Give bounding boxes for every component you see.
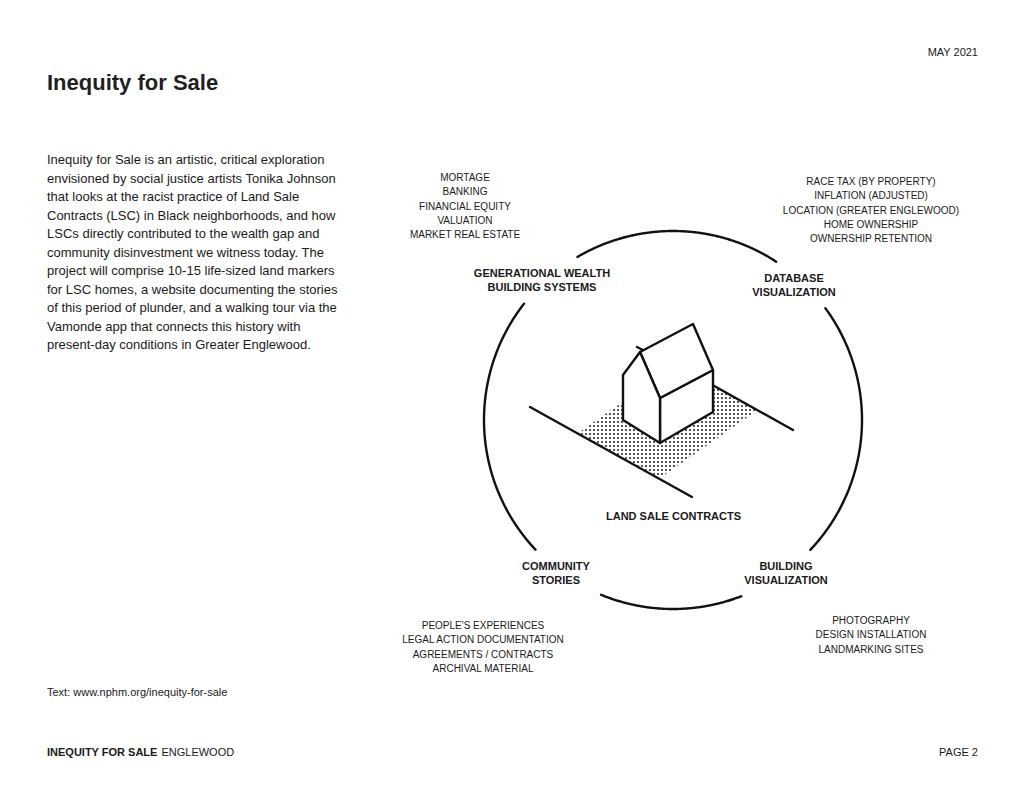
item-list: MORTAGEBANKINGFINANCIAL EQUITYVALUATIONM… [410,171,520,242]
list-item: VALUATION [410,214,520,228]
node-heading: COMMUNITY STORIES [520,559,592,587]
list-item: LEGAL ACTION DOCUMENTATION [402,633,564,647]
list-item: BANKING [410,185,520,199]
list-item: MARKET REAL ESTATE [410,228,520,242]
node-heading: BUILDING VISUALIZATION [742,559,830,587]
list-item: LOCATION (GREATER ENGLEWOOD) [783,204,959,218]
ring-arc [577,231,776,262]
node-heading: LAND SALE CONTRACTS [606,509,741,523]
page-number: PAGE 2 [939,746,978,758]
description-text: Inequity for Sale is an artistic, critic… [47,151,347,355]
footer-title: INEQUITY FOR SALE [47,746,157,758]
list-item: RACE TAX (BY PROPERTY) [783,175,959,189]
node-heading: DATABASE VISUALIZATION [750,271,838,299]
ring-arc [810,308,862,550]
list-item: HOME OWNERSHIP [783,218,959,232]
footer-subtitle: ENGLEWOOD [161,746,234,758]
source-note: Text: www.nphm.org/inequity-for-sale [47,686,227,698]
list-item: FINANCIAL EQUITY [410,200,520,214]
list-item: PHOTOGRAPHY [816,614,927,628]
house-front [623,352,660,443]
ring-arc [601,595,741,609]
date-label: MAY 2021 [928,46,978,58]
page-title: Inequity for Sale [47,70,218,96]
list-item: OWNERSHIP RETENTION [783,232,959,246]
list-item: DESIGN INSTALLATION [816,628,927,642]
list-item: MORTAGE [410,171,520,185]
list-item: LANDMARKING SITES [816,643,927,657]
list-item: PEOPLE'S EXPERIENCES [402,619,564,633]
list-item: ARCHIVAL MATERIAL [402,662,564,676]
list-item: AGREEMENTS / CONTRACTS [402,648,564,662]
ring-arc [484,304,535,550]
node-heading: GENERATIONAL WEALTH BUILDING SYSTEMS [472,266,613,294]
item-list: PHOTOGRAPHYDESIGN INSTALLATIONLANDMARKIN… [816,614,927,657]
item-list: PEOPLE'S EXPERIENCESLEGAL ACTION DOCUMEN… [402,619,564,676]
list-item: INFLATION (ADJUSTED) [783,189,959,203]
item-list: RACE TAX (BY PROPERTY)INFLATION (ADJUSTE… [783,175,959,246]
